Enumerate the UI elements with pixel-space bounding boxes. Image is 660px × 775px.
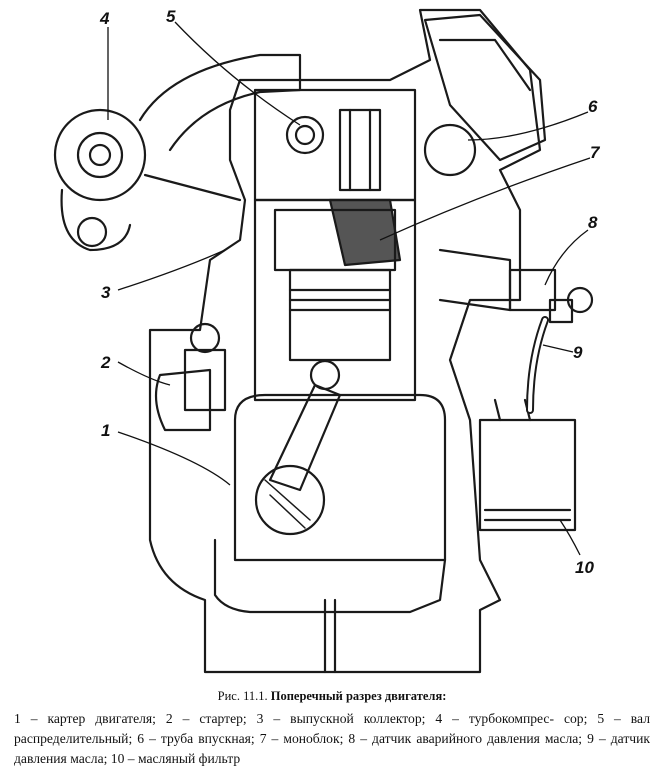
leader-9 <box>542 344 574 353</box>
legend-item: 5 – вал распределительный; <box>14 711 650 746</box>
legend-item: 10 – масляный фильтр <box>110 751 241 766</box>
legend-item: аварийного давления масла; <box>416 731 583 746</box>
callout-7: 7 <box>590 143 601 162</box>
leader-3 <box>117 249 226 291</box>
piston <box>288 268 392 362</box>
legend-item: 1 – картер двигателя; <box>14 711 156 726</box>
callout-6: 6 <box>588 97 598 116</box>
legend-item: 6 – труба впускная; <box>137 731 255 746</box>
leader-10 <box>559 519 581 556</box>
legend-item: 4 – турбокомпрес- <box>435 711 554 726</box>
callout-1: 1 <box>101 421 110 440</box>
leader-2 <box>117 361 171 386</box>
oil-filter <box>478 418 577 532</box>
emergency-oil-pressure-sensor <box>508 268 557 312</box>
legend-item: 9 – датчик давления масла; <box>14 731 651 766</box>
figure-caption: Рис. 11.1. Поперечный разрез двигателя: … <box>14 688 650 769</box>
callout-2: 2 <box>100 353 111 372</box>
callout-3: 3 <box>101 283 111 302</box>
cylinder-head <box>253 88 417 202</box>
caption-title: Рис. 11.1. Поперечный разрез двигателя: <box>14 688 650 704</box>
intake-pipe <box>423 13 547 162</box>
parts-legend: 1 – картер двигателя; 2 – стартер; 3 – в… <box>14 709 650 769</box>
legend-item: сор; <box>563 711 588 726</box>
leader-7 <box>379 157 591 241</box>
legend-item: 3 – выпускной коллектор; <box>256 711 426 726</box>
connecting-rod <box>268 383 342 492</box>
callout-9: 9 <box>573 343 583 362</box>
legend-item: 2 – стартер; <box>165 711 247 726</box>
caption-heading: Поперечный разрез двигателя: <box>270 689 447 703</box>
caption-prefix: Рис. 11.1. <box>217 689 268 703</box>
callout-8: 8 <box>588 213 598 232</box>
callout-4: 4 <box>99 9 110 28</box>
engine-cross-section-diagram: 1 2 3 4 5 6 7 8 9 10 <box>53 7 601 674</box>
turbocharger <box>53 108 147 202</box>
leader-5 <box>174 21 301 126</box>
legend-item: 7 – моноблок; <box>259 731 344 746</box>
callout-5: 5 <box>166 7 176 26</box>
leader-8 <box>544 229 589 286</box>
starter <box>154 368 212 432</box>
camshaft <box>285 115 325 155</box>
cylinder-block <box>253 198 417 402</box>
leader-6 <box>467 111 589 141</box>
callout-10: 10 <box>575 558 594 577</box>
leader-1 <box>117 431 231 486</box>
crankshaft <box>254 464 326 536</box>
crankcase <box>233 393 447 562</box>
legend-item: 8 – датчик <box>348 731 412 746</box>
